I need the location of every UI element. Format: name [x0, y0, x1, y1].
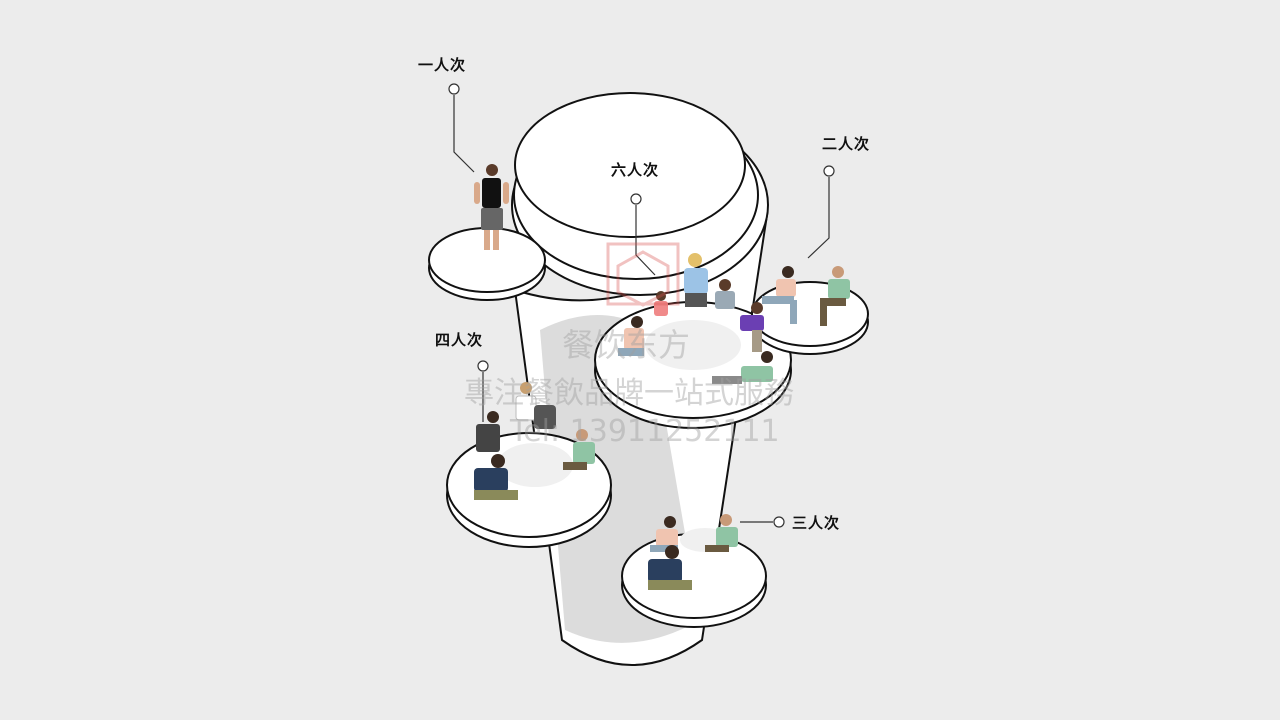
person-figure	[474, 454, 518, 500]
platform-one-person	[428, 227, 546, 301]
marker-two	[823, 165, 835, 177]
label-three-person: 三人次	[792, 514, 841, 532]
marker-one	[448, 83, 460, 95]
platform-two-person	[751, 281, 869, 355]
marker-four	[477, 360, 489, 372]
leader-line-six	[635, 205, 656, 276]
person-figure	[618, 316, 644, 356]
label-one-person: 一人次	[418, 56, 467, 74]
person-figure	[762, 266, 797, 324]
marker-three	[773, 516, 785, 528]
person-figure	[684, 253, 708, 307]
person-figure	[705, 514, 738, 552]
person-figure	[563, 429, 595, 470]
leader-line-one	[453, 95, 475, 173]
person-figure	[650, 516, 678, 552]
leader-markers	[448, 83, 835, 528]
cup-lid	[511, 92, 769, 296]
leader-line-two	[807, 177, 830, 259]
person-figure	[715, 279, 735, 309]
label-six-person: 六人次	[611, 161, 660, 179]
person-figure	[648, 545, 692, 590]
person-figure	[740, 302, 764, 352]
person-figure	[712, 351, 773, 384]
leader-lines	[453, 95, 830, 523]
marker-six	[630, 193, 642, 205]
person-figure	[476, 411, 500, 452]
label-four-person: 四人次	[435, 331, 484, 349]
person-figure	[474, 164, 509, 250]
person-figure	[515, 382, 556, 429]
label-two-person: 二人次	[822, 135, 871, 153]
person-figure	[820, 266, 850, 326]
watermark-logo	[606, 242, 680, 307]
person-figure	[654, 291, 668, 316]
